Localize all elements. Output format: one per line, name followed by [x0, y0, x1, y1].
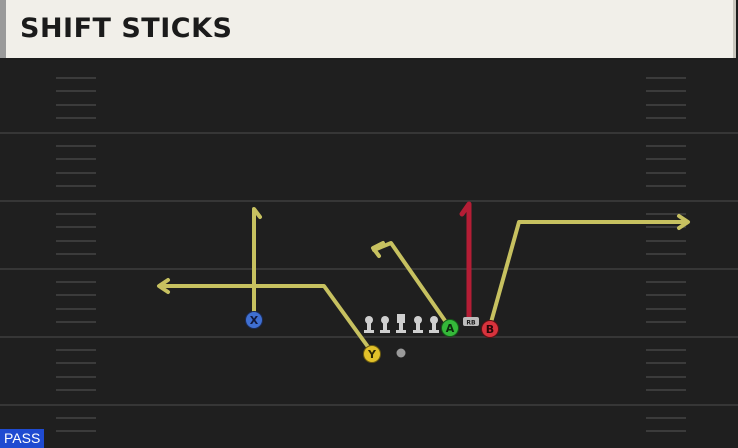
- lineman-icon: [380, 316, 390, 333]
- player-a[interactable]: A: [441, 319, 459, 337]
- route-b-arrowhead: [677, 214, 690, 230]
- player-rb-label: RB: [466, 320, 476, 327]
- yard-lines: [0, 132, 738, 406]
- player-y-label: Y: [367, 348, 377, 361]
- quarterback-dot-icon: [396, 348, 406, 358]
- lineman-icon: [364, 316, 374, 333]
- route-block: [459, 201, 472, 323]
- play-field: X Y A RB B: [0, 60, 738, 448]
- field-diagram: X Y A RB B: [0, 77, 738, 432]
- player-x-label: X: [250, 314, 259, 327]
- route-y-arrowhead: [157, 278, 170, 294]
- player-x[interactable]: X: [245, 311, 263, 329]
- route-a-arrowhead: [371, 241, 385, 258]
- routes: [157, 207, 690, 353]
- lineman-icon: [413, 316, 423, 333]
- hash-marks-right: [646, 77, 686, 432]
- play-title: SHIFT STICKS: [20, 13, 233, 44]
- route-y: [159, 284, 373, 353]
- player-a-label: A: [446, 322, 455, 335]
- player-y[interactable]: Y: [363, 345, 381, 363]
- play-header: SHIFT STICKS: [0, 0, 736, 58]
- lineman-icon: [429, 316, 439, 333]
- player-b[interactable]: B: [481, 320, 499, 338]
- route-b: [488, 220, 689, 328]
- player-rb[interactable]: RB: [463, 317, 479, 327]
- route-x: [252, 207, 262, 320]
- block-route: [459, 201, 472, 323]
- player-b-label: B: [486, 323, 494, 336]
- hash-marks-left: [56, 77, 96, 432]
- play-type-badge: PASS: [0, 429, 45, 448]
- offensive-line: [364, 314, 439, 333]
- route-a: [372, 241, 450, 327]
- center-icon: [396, 314, 406, 333]
